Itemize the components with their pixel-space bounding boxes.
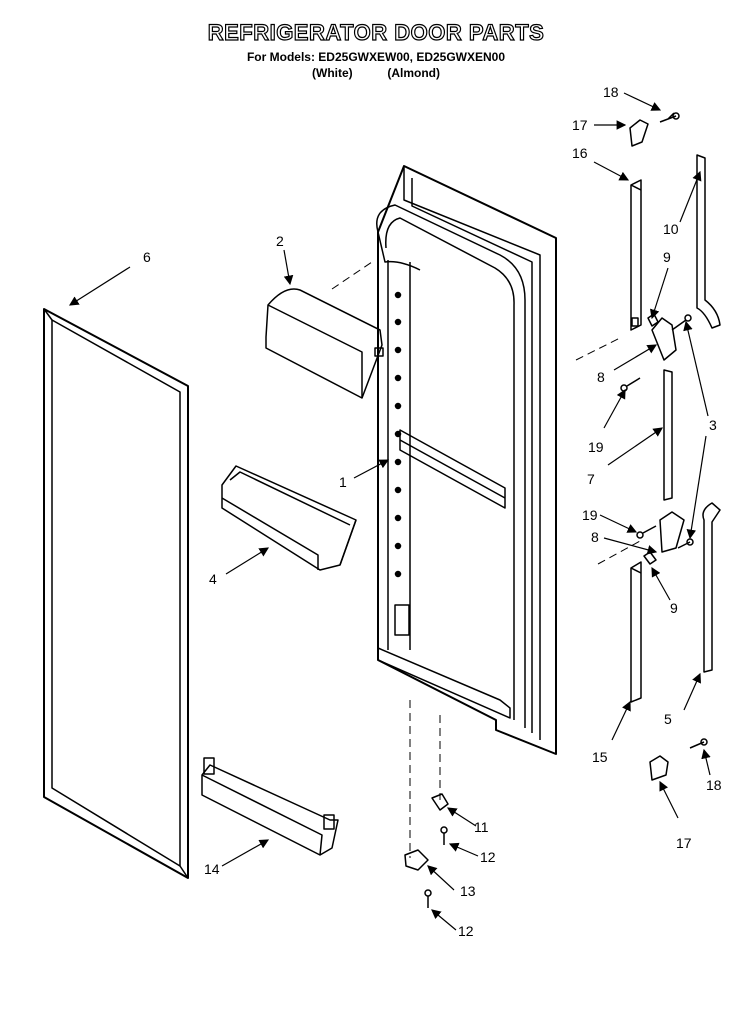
trim-16-part [630,179,642,331]
door-liner-part [376,165,557,755]
callout-15: 15 [592,749,608,765]
callout-3: 3 [709,417,717,433]
callout-10: 10 [663,221,679,237]
alignment-lines [331,261,643,858]
callout-8-bottom: 8 [591,529,599,545]
callout-9-top: 9 [663,249,671,265]
callout-17-top: 17 [572,117,588,133]
trim-15-part [630,561,642,703]
callout-11: 11 [474,819,489,835]
trim-10-part [696,154,721,329]
callout-19-top: 19 [588,439,604,455]
diagram-title: REFRIGERATOR DOOR PARTS [207,19,545,45]
callout-12-lower: 12 [458,923,474,939]
bottom-hinge-parts [404,793,449,908]
leader-lines [68,92,711,931]
variant-almond: (Almond) [387,66,440,80]
callout-7: 7 [587,471,595,487]
bottom-bin-part [201,757,339,856]
trim-7-part [663,369,673,501]
callout-1: 1 [339,474,347,490]
callout-18-top: 18 [603,84,619,100]
variant-line: (White) (Almond) [0,66,752,80]
callout-13: 13 [460,883,476,899]
dairy-door-part [265,288,384,399]
callout-5: 5 [664,711,672,727]
callout-9-bottom: 9 [670,600,678,616]
lower-hinge-parts [636,511,708,781]
callout-17-bottom: 17 [676,835,692,851]
callout-2: 2 [276,233,284,249]
callout-12-upper: 12 [480,849,496,865]
variant-white: (White) [312,66,353,80]
door-gasket-part [43,308,189,879]
callout-14: 14 [204,861,220,877]
trim-5-part [702,502,721,673]
door-bin-part [221,465,357,571]
callout-6: 6 [143,249,151,265]
callout-4: 4 [209,571,217,587]
models-line: For Models: ED25GWXEW00, ED25GWXEN00 [246,50,506,64]
callout-18-bottom: 18 [706,777,722,793]
callout-labels: 18 17 16 10 2 6 9 8 3 19 7 1 19 8 4 9 15… [143,84,722,939]
upper-hinge-parts [620,112,692,392]
callout-8-top: 8 [597,369,605,385]
callout-19-bottom: 19 [582,507,598,523]
callout-16: 16 [572,145,588,161]
